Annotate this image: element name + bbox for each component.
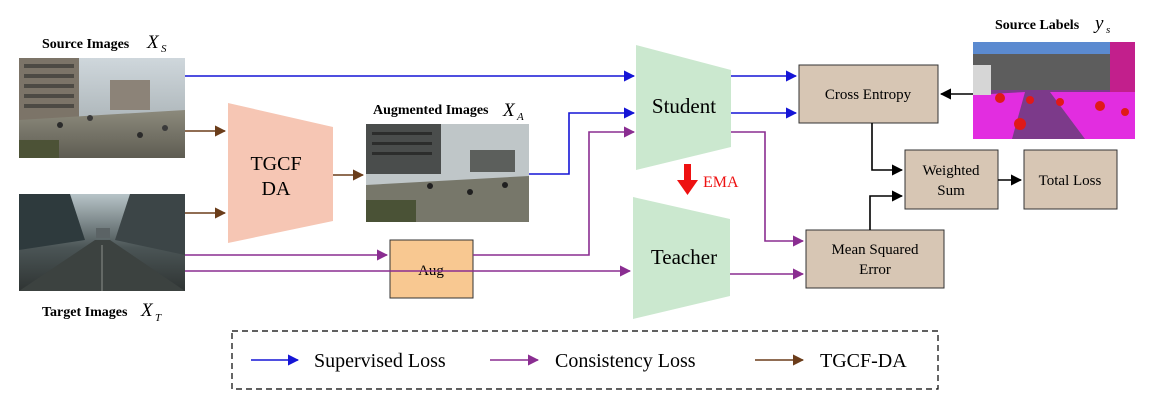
tgcf-arrows: [185, 125, 365, 219]
ema-label: EMA: [703, 174, 739, 191]
source-labels-image: [973, 42, 1135, 139]
student-network: [636, 45, 731, 170]
tgcf-da-block: [228, 103, 333, 243]
source-image: [19, 58, 185, 158]
source-images-symbol: X: [146, 32, 160, 53]
source-images-label: Source Images: [42, 37, 130, 52]
mse-label-line2: Error: [859, 262, 891, 278]
teacher-network: [633, 197, 730, 319]
source-labels-symbol: y: [1093, 13, 1104, 34]
source-images-subscript: S: [161, 43, 167, 55]
source-labels-subscript: s: [1106, 24, 1110, 36]
total-loss-block: [1023, 149, 1118, 210]
total-loss-label: Total Loss: [1039, 173, 1102, 189]
weighted-sum-label-line2: Sum: [937, 183, 965, 199]
ema-arrow-icon: [677, 164, 698, 195]
weighted-sum-block: [904, 149, 999, 210]
tgcf-da-label-line1: TGCF: [250, 153, 301, 175]
mse-label-line1: Mean Squared: [831, 242, 919, 258]
mse-block: [805, 229, 945, 289]
target-images-subscript: T: [155, 312, 162, 324]
cross-entropy-label: Cross Entropy: [825, 87, 912, 103]
weighted-sum-label-line1: Weighted: [922, 163, 980, 179]
student-label: Student: [652, 94, 716, 118]
legend-tgcf-label: TGCF-DA: [820, 350, 907, 372]
teacher-label: Teacher: [651, 245, 717, 269]
target-images-symbol: X: [140, 300, 154, 321]
augmented-images-subscript: A: [516, 111, 524, 123]
augmented-images-label: Augmented Images: [373, 103, 489, 118]
legend-box: [231, 330, 939, 390]
legend-consistency-label: Consistency Loss: [555, 350, 696, 372]
tgcf-da-label-line2: DA: [262, 178, 291, 200]
source-labels-label: Source Labels: [995, 18, 1080, 33]
loss-combination-arrows: [869, 88, 1023, 230]
aug-block: [389, 239, 474, 299]
augmented-images-symbol: X: [502, 100, 516, 121]
supervised-arrows: [185, 70, 798, 175]
target-image: [19, 194, 185, 291]
augmented-image: [366, 124, 529, 222]
legend-supervised-label: Supervised Loss: [314, 350, 446, 372]
cross-entropy-block: [798, 64, 939, 124]
consistency-arrows: [185, 126, 805, 280]
target-images-label: Target Images: [42, 305, 128, 320]
